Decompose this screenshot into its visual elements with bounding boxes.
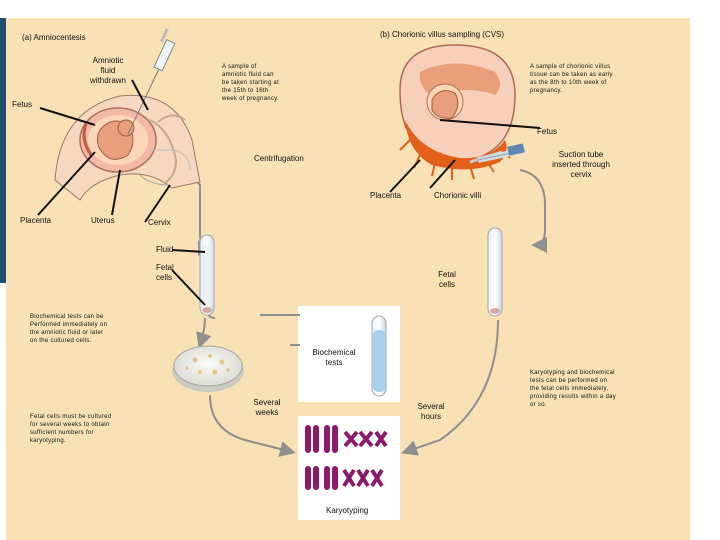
fetal-cells-label-right: Fetal cells [438,270,456,289]
fluid-label: Fluid [156,245,174,254]
biochem-note: Biochemical tests can be Performed immed… [30,314,108,344]
arrow-dish-to-karyo [209,394,296,457]
chromosome-row-1 [305,425,388,453]
placenta-label-right: Placenta [370,191,402,200]
label-pointers [37,79,541,306]
arrow-cvs-tube-to-karyo [401,319,499,456]
karyotyping-note: Karyotyping and biochemical tests can be… [530,370,617,408]
chromosome-karyotype [305,425,388,490]
biochemical-tests-label: Biochemical tests [312,348,356,367]
amniocentesis-title: (a) Amniocentesis [22,33,86,42]
syringe-illustration [127,28,176,135]
biochem-test-tube [371,315,387,397]
suction-tube-illustration [477,143,526,163]
several-weeks-label: Several weeks [253,398,281,417]
centrifugation-label: Centrifugation [254,154,304,163]
amniotic-fluid-withdrawn-label: Amniotic fluid withdrawn [89,56,126,85]
placenta-label-left: Placenta [20,216,52,225]
cvs-test-tube [487,227,503,317]
fetus-label-right: Fetus [537,127,558,136]
culture-note: Fetal cells must be cultured for several… [30,414,112,444]
arrow-to-biochem [196,317,212,349]
amnio-sample-note: A sample of amniotic fluid can be taken … [222,64,280,102]
amnio-cross-section [54,94,201,201]
arrow-cvs-down [519,169,548,253]
fetus-label-left: Fetus [12,100,33,109]
cvs-sample-note: A sample of chorionic villus tissue can … [530,64,613,94]
several-hours-label: Several hours [417,402,445,421]
cervix-label: Cervix [148,218,171,227]
amnio-test-tube [199,234,215,316]
culture-dish [172,345,244,392]
chromosome-row-2 [305,466,384,490]
cvs-title: (b) Chorionic villus sampling (CVS) [380,30,505,39]
left-edge-strip [0,18,6,283]
chorionic-villi-label: Chorionic villi [434,191,482,200]
arrow-cvs-to-tube [215,210,395,240]
suction-tube-label: Suction tube inserted through cervix [552,150,610,179]
uterus-label: Uterus [91,216,115,225]
cvs-uterus [399,44,516,180]
karyotyping-label: Karyotyping [326,506,369,515]
fetal-cells-label-left: Fetal cells [156,263,174,282]
